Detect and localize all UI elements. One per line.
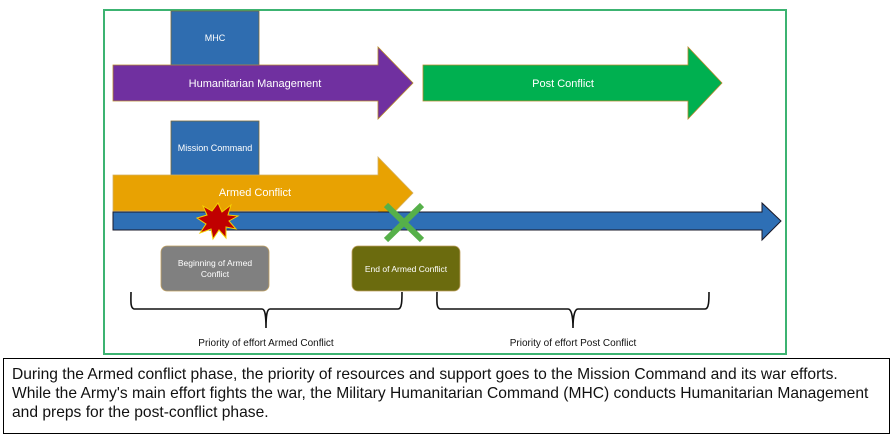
priority-post-label: Priority of effort Post Conflict [510, 338, 637, 349]
end-of-armed-conflict-box [351, 245, 461, 292]
humanitarian-management-label: Humanitarian Management [189, 78, 322, 90]
x-mark-icon [383, 202, 425, 243]
mission-command-box [170, 120, 260, 177]
priority-armed-brace [130, 291, 403, 329]
priority-post-brace [436, 291, 710, 329]
end-box-label: End of Armed Conflict [365, 264, 448, 274]
mission-command-label: Mission Command [178, 143, 253, 153]
caption-box: During the Armed conflict phase, the pri… [3, 358, 890, 434]
beginning-box-label-line1: Beginning of Armed [178, 258, 252, 268]
caption-text: During the Armed conflict phase, the pri… [12, 366, 869, 421]
priority-armed-label: Priority of effort Armed Conflict [198, 338, 334, 349]
beginning-box-label-line2: Conflict [201, 269, 230, 279]
explosion-starburst-icon [195, 202, 240, 241]
armed-conflict-label: Armed Conflict [219, 187, 291, 199]
phase-diagram: MHC Humanitarian Management Post Conflic… [112, 10, 782, 349]
diagram-frame [103, 9, 787, 355]
mhc-label: MHC [205, 33, 226, 43]
humanitarian-management-arrow [112, 46, 414, 120]
beginning-of-armed-conflict-box [160, 245, 270, 292]
post-conflict-label: Post Conflict [532, 78, 594, 90]
post-conflict-arrow [422, 45, 723, 121]
